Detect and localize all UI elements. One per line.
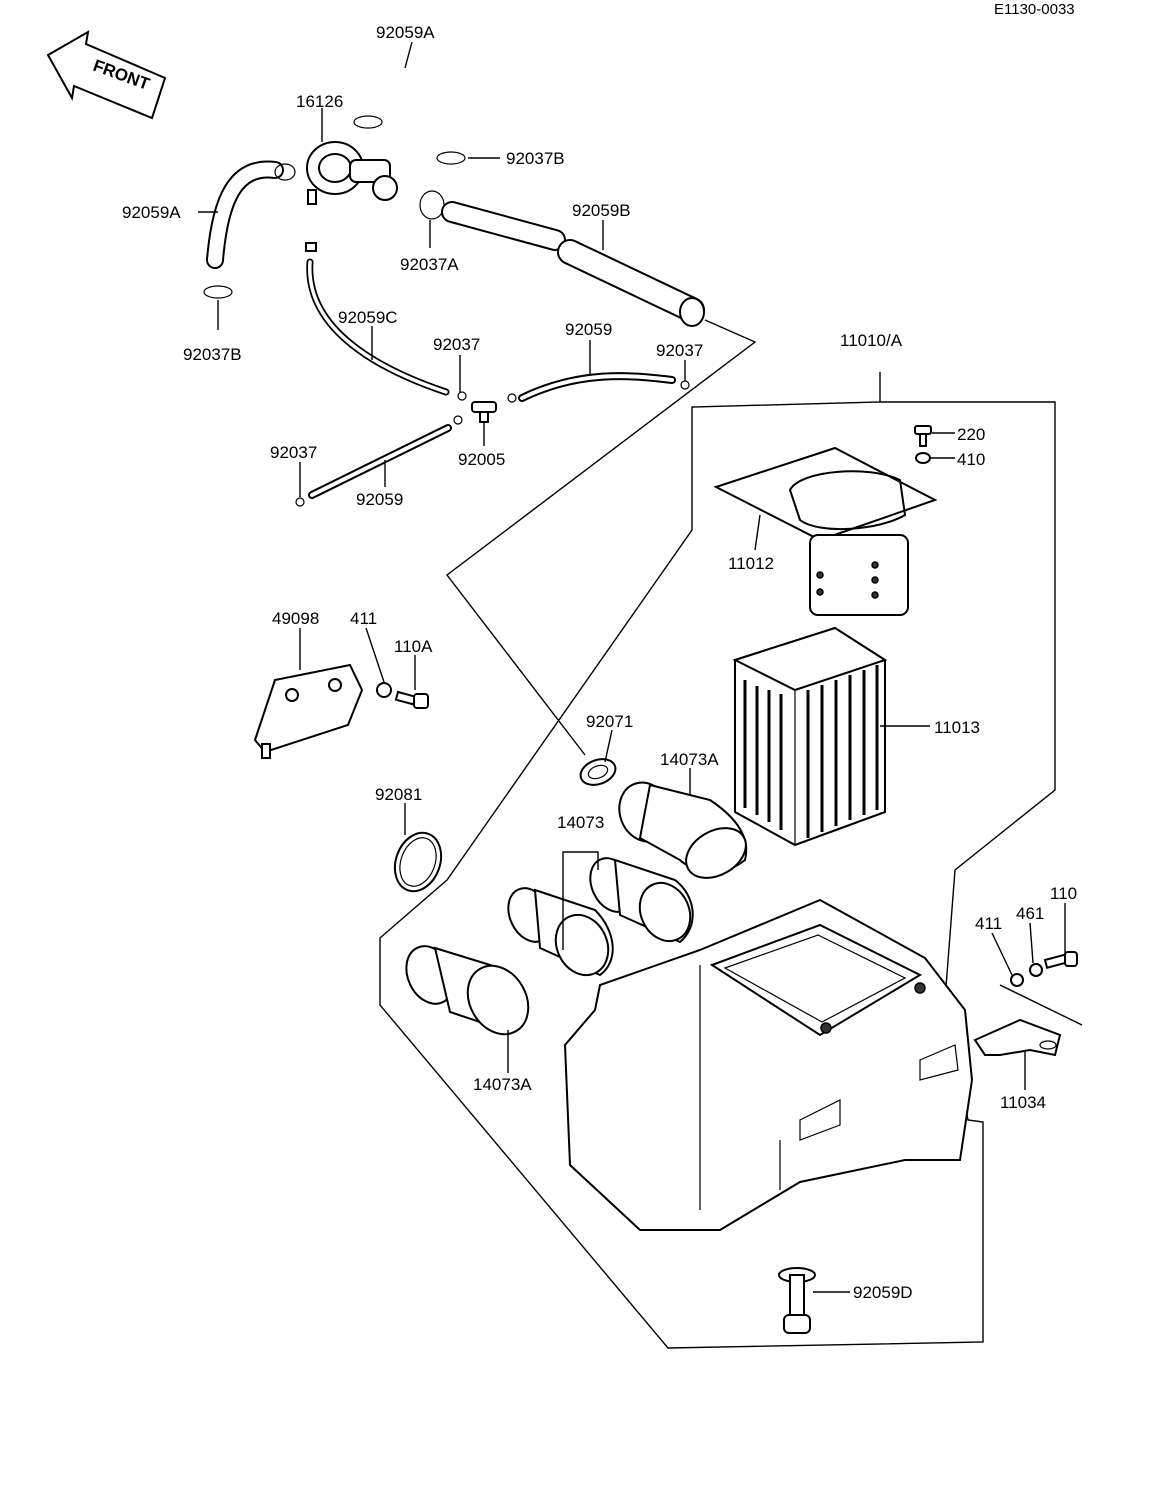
washer-461 — [1029, 963, 1043, 977]
clip-icon — [453, 415, 463, 425]
clip-92037-right — [680, 380, 690, 390]
washer-411-left — [376, 682, 392, 698]
label-92005: 92005 — [458, 450, 505, 469]
label-220: 220 — [957, 425, 985, 444]
duct-14073a-top — [618, 781, 748, 879]
label-14073: 14073 — [557, 813, 604, 832]
clip-icon — [507, 393, 517, 403]
cover-plate-11012 — [713, 446, 938, 616]
label-92037-mid: 92037 — [433, 335, 480, 354]
small-clamp-icon — [305, 242, 317, 252]
grommet-92071 — [579, 758, 617, 786]
duct-14073-upper — [589, 857, 694, 944]
label-92059d: 92059D — [853, 1283, 913, 1302]
valve-16126 — [306, 141, 398, 205]
label-411-left: 411 — [350, 609, 377, 628]
label-11012: 11012 — [728, 554, 774, 573]
bracket-11034 — [973, 1018, 1062, 1057]
air-cleaner-housing — [563, 898, 974, 1231]
label-92037b-top: 92037B — [506, 149, 565, 168]
label-92081: 92081 — [375, 785, 422, 804]
label-92059c: 92059C — [338, 308, 398, 327]
label-49098: 49098 — [272, 609, 319, 628]
label-92059-left: 92059 — [356, 490, 403, 509]
bolt-110a — [394, 690, 429, 709]
label-11034: 11034 — [1000, 1093, 1046, 1112]
bolt-110 — [1043, 951, 1078, 969]
label-14073a-top: 14073A — [660, 750, 719, 769]
assembly-outline-upper — [446, 319, 757, 756]
front-arrow-icon: FRONT — [46, 30, 167, 120]
label-92037-left: 92037 — [270, 443, 317, 462]
clamp-92037b-top — [436, 151, 466, 165]
label-461: 461 — [1016, 904, 1044, 923]
hose-92059a-top — [362, 61, 458, 138]
label-92059b: 92059B — [572, 201, 631, 220]
assembly-outline-11010a — [379, 372, 1056, 1349]
label-92037a: 92037A — [400, 255, 459, 274]
document-code: E1130-0033 — [994, 1, 1075, 18]
label-410: 410 — [957, 450, 985, 469]
label-92071: 92071 — [586, 712, 633, 731]
hose-92059b — [441, 201, 705, 327]
label-11013: 11013 — [934, 718, 980, 737]
label-92059-right: 92059 — [565, 320, 612, 339]
clamp-92037a — [419, 190, 445, 220]
duct-14073-lower — [507, 887, 614, 977]
tee-fitting-92005 — [471, 401, 497, 423]
label-92037-right: 92037 — [656, 341, 703, 360]
hose-92059c — [306, 258, 450, 396]
o-ring-92081 — [393, 831, 443, 893]
label-92059a-top: 92059A — [376, 23, 435, 42]
clamp-icon — [274, 163, 296, 181]
duct-14073a-bottom — [405, 945, 530, 1036]
label-110: 110 — [1050, 884, 1077, 903]
washer-410 — [915, 452, 931, 464]
label-92037b-left: 92037B — [183, 345, 242, 364]
leader-hardware — [999, 984, 1083, 1026]
washer-411-right — [1010, 973, 1024, 987]
clamp-92037b-left — [203, 285, 233, 299]
label-16126: 16126 — [296, 92, 343, 111]
label-11010a: 11010/A — [840, 331, 903, 350]
label-14073a-bottom: 14073A — [473, 1075, 532, 1094]
label-92059a-left: 92059A — [122, 203, 181, 222]
screw-220 — [914, 425, 932, 447]
clip-92037-left — [295, 497, 305, 507]
clamp-icon — [353, 115, 383, 129]
filter-element-11013 — [732, 626, 888, 847]
leader-14073-bracket — [562, 851, 599, 950]
clip-92037-mid — [457, 391, 467, 401]
bracket-49098 — [253, 663, 364, 759]
drain-92059d — [778, 1267, 816, 1334]
label-110a: 110A — [394, 637, 433, 656]
leader-lines — [198, 41, 1066, 1293]
label-411-right: 411 — [975, 914, 1002, 933]
